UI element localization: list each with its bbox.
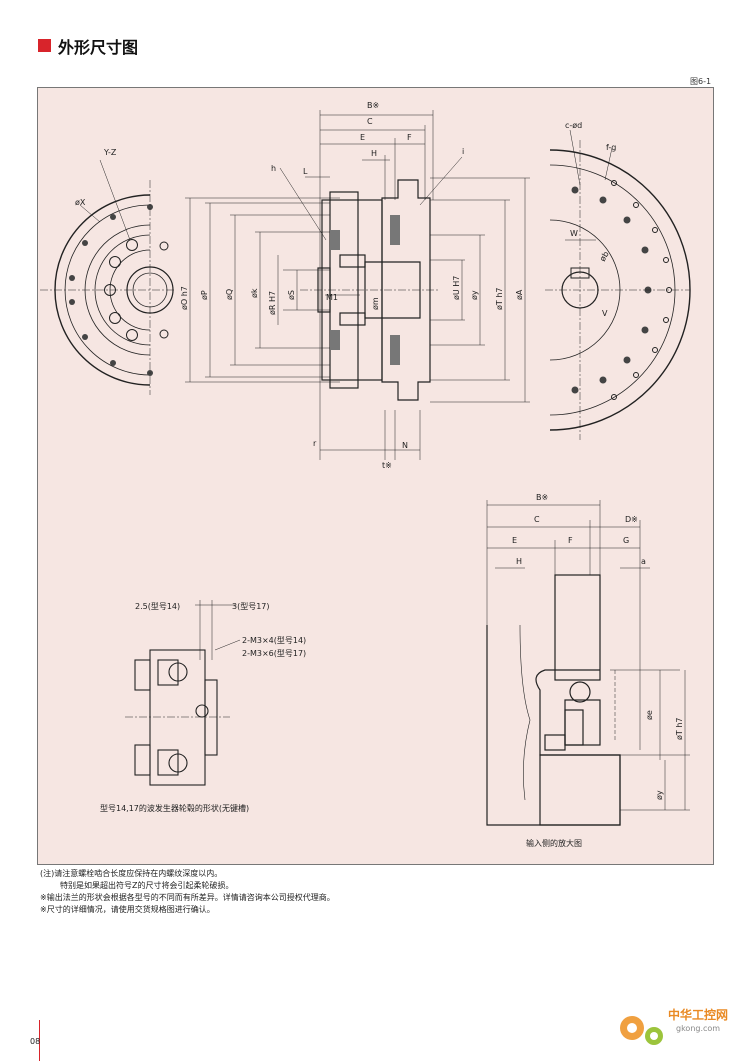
dim-label-fg: f-g bbox=[606, 143, 616, 152]
dim-label-h: h bbox=[271, 164, 276, 173]
enl-label-D: D※ bbox=[625, 515, 638, 524]
dim-label-i: i bbox=[462, 147, 464, 156]
watermark-name: 中华工控网 bbox=[668, 1008, 729, 1022]
enl-label-B: B※ bbox=[536, 493, 548, 502]
enlarged-caption: 输入侧的放大图 bbox=[526, 839, 582, 848]
dim-label-C: C bbox=[367, 117, 373, 126]
dim-label-b: øb bbox=[598, 250, 611, 263]
enl-label-T: øT h7 bbox=[675, 718, 684, 740]
note-line: (注)请注意螺栓啮合长度应保持在内螺纹深度以内。 bbox=[40, 869, 223, 878]
dim-label-E: E bbox=[360, 133, 365, 142]
dim-label-O: øO h7 bbox=[180, 286, 189, 310]
dim-label-P: øP bbox=[200, 290, 209, 300]
dim-label-y: øy bbox=[470, 290, 479, 300]
output-side-view bbox=[545, 129, 691, 440]
dim-label-V: V bbox=[602, 309, 608, 318]
enl-label-G: G bbox=[623, 536, 629, 545]
dim-label-R: øR H7 bbox=[268, 291, 277, 315]
dim-label-YZ: Y-Z bbox=[103, 148, 117, 157]
section-marker bbox=[38, 39, 51, 52]
enl-label-e: øe bbox=[645, 710, 654, 720]
dim-label-L: L bbox=[303, 167, 308, 176]
dim-label-M1: M1 bbox=[326, 293, 338, 302]
hub-label-3: 3(型号17) bbox=[232, 602, 270, 611]
note-line: ※尺寸的详细情况，请使用交货规格图进行确认。 bbox=[40, 905, 215, 914]
dim-label-U: øU H7 bbox=[452, 276, 461, 300]
enl-label-y: øy bbox=[655, 790, 664, 800]
dim-label-t: t※ bbox=[382, 461, 392, 470]
enl-label-a: a bbox=[641, 557, 646, 566]
page-title: 外形尺寸图 bbox=[58, 38, 139, 57]
dim-label-S: øS bbox=[287, 290, 296, 300]
enl-label-F: F bbox=[568, 536, 573, 545]
notes-block: (注)请注意螺栓啮合长度应保持在内螺纹深度以内。 特别是如果超出符号Z的尺寸将会… bbox=[40, 868, 335, 916]
dim-label-X: øX bbox=[75, 198, 86, 207]
hub-label-25: 2.5(型号14) bbox=[135, 602, 180, 611]
page-number: 08 bbox=[30, 1037, 41, 1046]
front-view-left bbox=[40, 159, 175, 395]
enl-label-C: C bbox=[534, 515, 540, 524]
dim-label-W: W bbox=[570, 229, 578, 238]
dim-label-H: H bbox=[371, 149, 377, 158]
hub-label-m3x6: 2-M3×6(型号17) bbox=[242, 649, 306, 658]
hub-label-m3x4: 2-M3×4(型号14) bbox=[242, 636, 306, 645]
enl-label-E: E bbox=[512, 536, 517, 545]
dim-label-T: øT h7 bbox=[495, 288, 504, 310]
dim-label-F: F bbox=[407, 133, 412, 142]
hub-view bbox=[125, 600, 241, 786]
dim-label-B: B※ bbox=[367, 101, 379, 110]
page-edge-line bbox=[39, 1020, 40, 1061]
dim-label-N: N bbox=[402, 441, 408, 450]
watermark-url: gkong.com bbox=[676, 1024, 721, 1033]
dim-label-Q: øQ bbox=[225, 289, 234, 300]
dim-label-A: øA bbox=[515, 289, 524, 300]
dim-label-cd: c-ød bbox=[565, 121, 582, 130]
dim-label-m: øm bbox=[371, 297, 380, 310]
enlarged-view bbox=[486, 500, 690, 826]
figure-label: 图6-1 bbox=[690, 77, 712, 86]
dim-label-k: øk bbox=[250, 288, 259, 298]
enl-label-H: H bbox=[516, 557, 522, 566]
note-line: ※输出法兰的形状会根据各型号的不同而有所差异。详情请咨询本公司授权代理商。 bbox=[40, 893, 335, 902]
hub-caption: 型号14,17的波发生器轮毂的形状(无键槽) bbox=[100, 804, 250, 813]
note-line: 特别是如果超出符号Z的尺寸将会引起柔轮破损。 bbox=[60, 881, 234, 890]
section-view bbox=[185, 110, 530, 460]
dim-label-r: r bbox=[313, 439, 317, 448]
watermark-logo bbox=[620, 1016, 663, 1045]
